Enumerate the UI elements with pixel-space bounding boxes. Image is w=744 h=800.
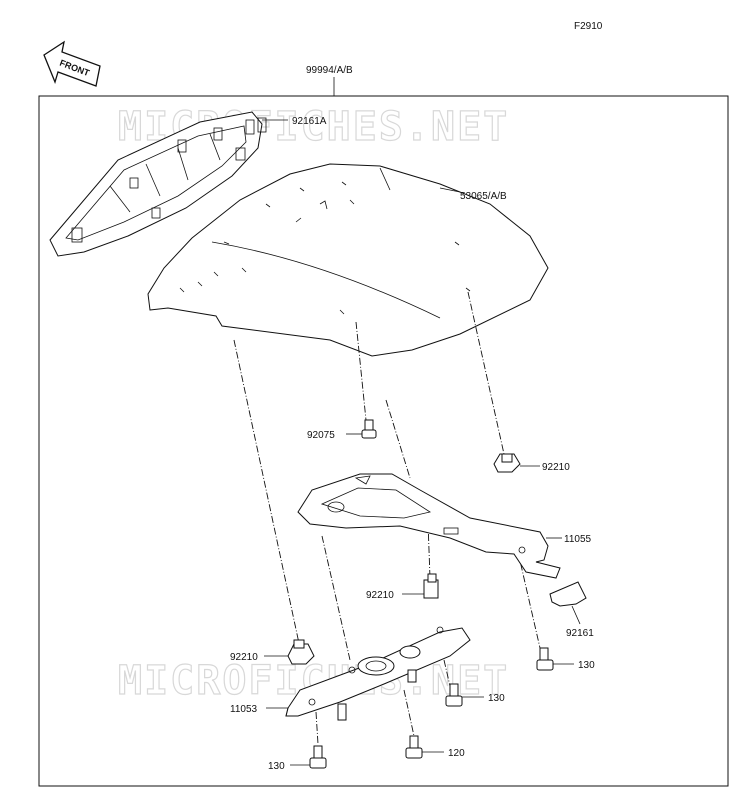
bolt-92075: [361, 419, 377, 439]
callout-92210-left: 92210: [230, 652, 258, 663]
seat-frame-92161a: [49, 111, 267, 257]
callout-92161: 92161: [566, 628, 594, 639]
bracket-11055: [297, 473, 561, 579]
front-arrow-icon: FRONT: [43, 40, 101, 87]
bolt-130-mid: [445, 683, 463, 707]
callout-120: 120: [448, 748, 465, 759]
callout-130-bottom: 130: [268, 761, 285, 772]
seat-cover-53065: [147, 163, 549, 357]
callout-92161a: 92161A: [292, 116, 327, 127]
assembly-reference-lines: [233, 291, 541, 745]
bolt-130-right: [536, 647, 554, 671]
callout-92210-mid: 92210: [366, 590, 394, 601]
bolt-130-bottom: [309, 745, 327, 769]
callout-11053: 11053: [230, 704, 258, 715]
nut-92210-mid: [423, 573, 439, 599]
callout-130-mid: 130: [488, 693, 505, 704]
callout-11055: 11055: [564, 534, 592, 545]
pad-92161: [549, 581, 587, 607]
assembly-border: [38, 95, 729, 787]
callout-53065: 53065/A/B: [460, 191, 507, 202]
nut-92210-top: [493, 453, 521, 473]
callout-130-right: 130: [578, 660, 595, 671]
callout-92075: 92075: [307, 430, 335, 441]
bracket-11053: [285, 626, 471, 721]
nut-92210-left: [287, 639, 315, 665]
callout-92210-top: 92210: [542, 462, 570, 473]
assembly-label: 99994/A/B: [306, 65, 353, 76]
figure-code: F2910: [574, 21, 603, 32]
bolt-120: [405, 735, 423, 759]
